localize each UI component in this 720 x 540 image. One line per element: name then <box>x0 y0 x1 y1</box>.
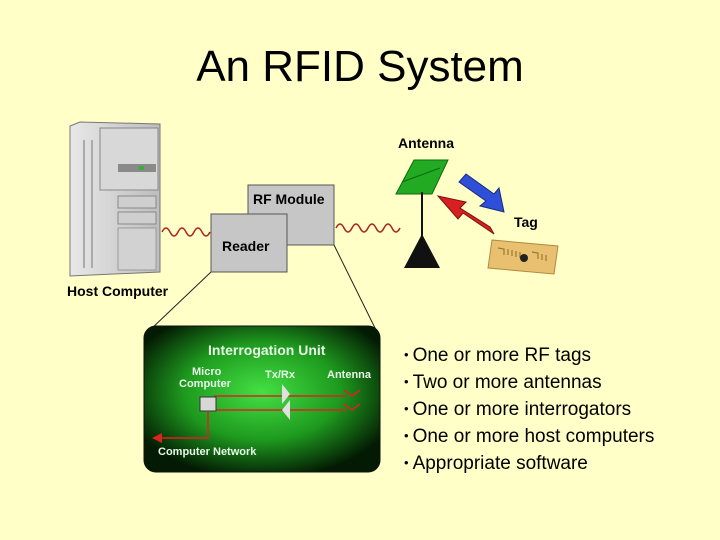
unit-antenna-label: Antenna <box>327 369 372 381</box>
antenna-icon <box>395 159 449 268</box>
arrow-to-tag-icon <box>458 173 505 213</box>
list-item: Appropriate software <box>404 450 654 477</box>
list-item: One or more RF tags <box>404 342 654 369</box>
list-item: One or more host computers <box>404 423 655 450</box>
micro-computer-chip <box>199 396 217 412</box>
rfid-tag-icon <box>487 239 559 275</box>
arrow-from-tag-icon <box>436 195 495 235</box>
tag-label: Tag <box>514 214 538 230</box>
interrogation-circuit <box>152 384 361 443</box>
host-computer-icon <box>69 121 161 277</box>
rf-wave-reader-antenna <box>335 223 401 233</box>
interrogation-unit-panel <box>143 325 381 473</box>
micro-computer-label-line1: Micro <box>192 366 222 378</box>
interrogation-unit-title: Interrogation Unit <box>208 342 326 358</box>
zoom-line-left <box>149 271 212 331</box>
txrx-label: Tx/Rx <box>265 369 296 381</box>
reader-box <box>210 213 288 273</box>
computer-network-label: Computer Network <box>158 446 257 458</box>
component-list: One or more RF tags Two or more antennas… <box>404 342 655 477</box>
list-item: One or more interrogators <box>404 396 654 423</box>
list-item: Two or more antennas <box>404 369 654 396</box>
zoom-line-right <box>333 244 377 331</box>
slide-title: An RFID System <box>196 42 524 91</box>
antenna-label: Antenna <box>398 135 454 151</box>
rf-module-label: RF Module <box>253 191 325 207</box>
micro-computer-label-line2: Computer <box>179 378 232 390</box>
rf-wave-host-reader <box>161 227 211 237</box>
host-computer-label: Host Computer <box>67 283 169 299</box>
reader-label: Reader <box>222 238 270 254</box>
